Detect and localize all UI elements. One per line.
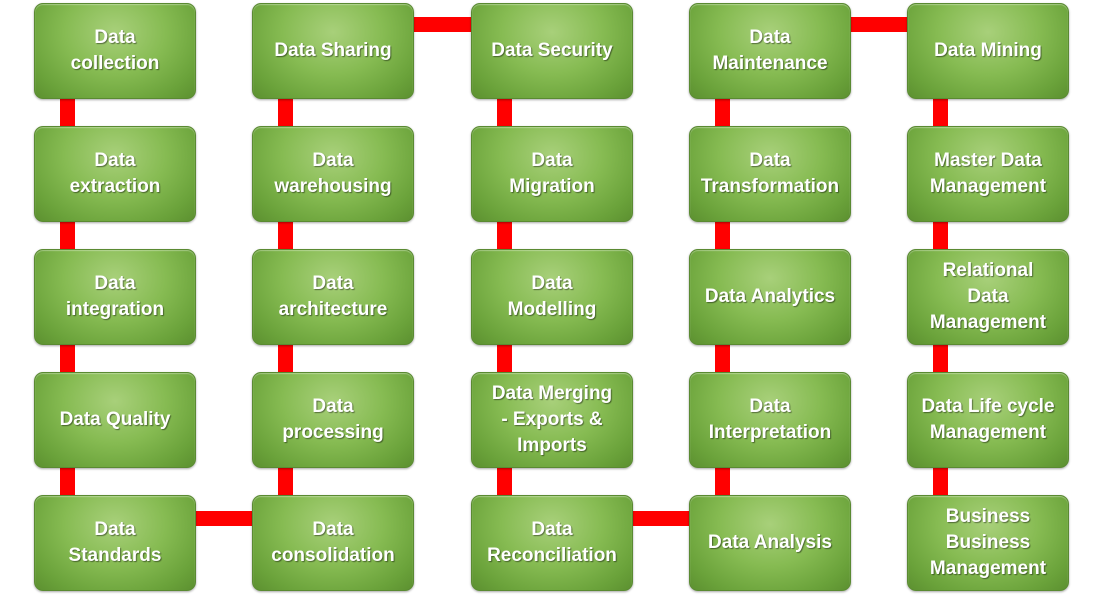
box-business-management: Business Business Management [907,495,1069,591]
connector-top-2-3 [412,17,475,32]
box-data-maintenance: Data Maintenance [689,3,851,99]
box-data-life-cycle-management: Data Life cycle Management [907,372,1069,468]
box-data-warehousing: Data warehousing [252,126,414,222]
box-data-security: Data Security [471,3,633,99]
box-relational-data-management: Relational Data Management [907,249,1069,345]
box-data-analysis: Data Analysis [689,495,851,591]
box-data-transformation: Data Transformation [689,126,851,222]
connector-bottom-3-4 [631,511,693,526]
box-data-architecture: Data architecture [252,249,414,345]
box-data-modelling: Data Modelling [471,249,633,345]
box-data-reconciliation: Data Reconciliation [471,495,633,591]
box-data-sharing: Data Sharing [252,3,414,99]
box-data-integration: Data integration [34,249,196,345]
box-data-quality: Data Quality [34,372,196,468]
box-data-extraction: Data extraction [34,126,196,222]
box-data-collection: Data collection [34,3,196,99]
box-data-migration: Data Migration [471,126,633,222]
box-data-processing: Data processing [252,372,414,468]
box-data-consolidation: Data consolidation [252,495,414,591]
box-data-merging: Data Merging - Exports & Imports [471,372,633,468]
box-master-data-management: Master Data Management [907,126,1069,222]
box-data-mining: Data Mining [907,3,1069,99]
box-data-analytics: Data Analytics [689,249,851,345]
box-data-standards: Data Standards [34,495,196,591]
connector-bottom-1-2 [194,511,256,526]
box-data-interpretation: Data Interpretation [689,372,851,468]
connector-top-4-5 [849,17,911,32]
